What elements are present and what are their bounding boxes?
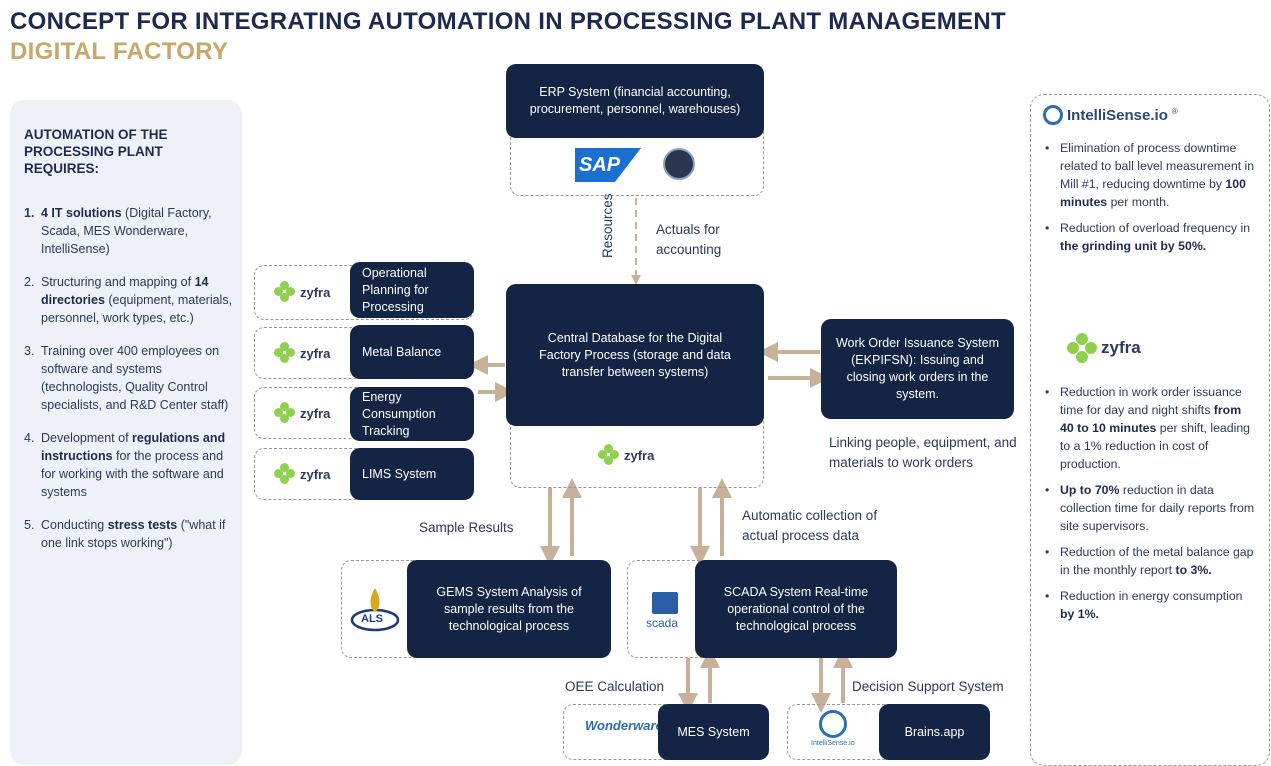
module-metal-balance: Metal Balance — [350, 325, 474, 379]
list-text: (Digital Factory, Scada, MES Wonderware,… — [41, 206, 212, 256]
zyfra-results: •Reduction in work order issuance time f… — [1045, 383, 1255, 631]
list-text: ("what if one link stops working") — [41, 518, 226, 550]
zyfra-logo: zyfra — [274, 342, 330, 364]
list-text: Training over 400 employees on software … — [41, 344, 229, 412]
resources-label: Resources — [600, 193, 615, 258]
page-subtitle: DIGITAL FACTORY — [10, 38, 229, 65]
list-text: Development of — [41, 431, 133, 445]
sample-results-label: Sample Results — [419, 520, 514, 535]
results-panel: IntelliSense.io ® •Elimination of proces… — [1030, 94, 1270, 766]
intellisense-small-logo: IntelliSense.io — [811, 710, 855, 754]
list-bold: 4 IT solutions — [41, 206, 122, 220]
scada-system-box: SCADA System Real-time operational contr… — [695, 560, 897, 658]
list-number: 5. — [24, 518, 35, 532]
zyfra-icon — [274, 281, 296, 303]
list-item: •Reduction of overload frequency in the … — [1045, 221, 1251, 253]
wonderware-logo: Wonderware — [585, 718, 663, 733]
auto-collection-label: Automatic collection of actual process d… — [742, 508, 878, 543]
requirements-list: 1. 4 IT solutions (Digital Factory, Scad… — [24, 204, 236, 567]
list-text: for the process and for working with the… — [41, 449, 224, 499]
list-item: 3. Training over 400 employees on softwa… — [24, 342, 236, 414]
brains-app-box: Brains.app — [879, 704, 990, 760]
intellisense-logo: IntelliSense.io ® — [1043, 105, 1178, 125]
list-item: •Reduction in energy consumption by 1%. — [1045, 589, 1243, 621]
zyfra-logo: zyfra — [274, 402, 330, 424]
zyfra-logo-right: zyfra — [1067, 333, 1141, 363]
actuals-label: Actuals for accounting — [656, 222, 722, 257]
list-item: •Reduction in work order issuance time f… — [1045, 385, 1251, 471]
list-text: Structuring and mapping of — [41, 275, 195, 289]
list-item: 2. Structuring and mapping of 14 directo… — [24, 273, 236, 327]
central-database-box: Central Database for the Digital Factory… — [506, 284, 764, 426]
zyfra-logo: zyfra — [274, 463, 330, 485]
list-item: 5. Conducting stress tests ("what if one… — [24, 516, 236, 552]
zyfra-icon — [274, 463, 296, 485]
linking-label: Linking people, equipment, and materials… — [829, 435, 1017, 470]
module-lims-system: LIMS System — [350, 448, 474, 500]
zyfra-icon — [1067, 333, 1097, 363]
dss-label: Decision Support System — [852, 679, 1004, 694]
sap-logo: SAP — [575, 148, 641, 182]
list-bold: 14 directories — [41, 275, 209, 307]
zyfra-icon — [274, 342, 296, 364]
zyfra-logo-central: zyfra — [598, 444, 654, 466]
gems-system-box: GEMS System Analysis of sample results f… — [407, 560, 611, 658]
module-operational-planning: Operational Planning for Processing — [350, 262, 474, 318]
intellisense-icon — [1043, 105, 1063, 125]
requirements-panel: AUTOMATION OF THE PROCESSING PLANT REQUI… — [10, 100, 242, 765]
list-item: •Reduction of the metal balance gap in t… — [1045, 545, 1254, 577]
als-logo: ALS — [350, 586, 400, 632]
page-title: CONCEPT FOR INTEGRATING AUTOMATION IN PR… — [10, 8, 1006, 35]
intellisense-icon — [819, 710, 847, 738]
zyfra-icon — [598, 444, 620, 466]
list-number: 3. — [24, 344, 35, 358]
zyfra-icon — [274, 402, 296, 424]
scada-logo: scada — [646, 592, 682, 630]
list-item: •Elimination of process downtime related… — [1045, 141, 1255, 209]
list-text: (equipment, materials, personnel, work t… — [41, 293, 233, 325]
mes-system-box: MES System — [658, 704, 769, 760]
list-number: 2. — [24, 275, 35, 289]
list-text: Conducting — [41, 518, 108, 532]
3dexperience-icon — [663, 148, 695, 180]
list-item: 1. 4 IT solutions (Digital Factory, Scad… — [24, 204, 236, 258]
list-number: 4. — [24, 431, 35, 445]
requirements-heading: AUTOMATION OF THE PROCESSING PLANT REQUI… — [24, 127, 168, 176]
module-energy-consumption: Energy Consumption Tracking — [350, 387, 474, 441]
list-bold: stress tests — [107, 518, 178, 532]
list-item: •Up to 70% reduction in data collection … — [1045, 483, 1255, 533]
work-order-box: Work Order Issuance System (EKPIFSN): Is… — [821, 319, 1014, 419]
list-item: 4. Development of regulations and instru… — [24, 429, 236, 501]
erp-system-box: ERP System (financial accounting, procur… — [506, 64, 764, 138]
zyfra-logo: zyfra — [274, 281, 330, 303]
intellisense-results: •Elimination of process downtime related… — [1045, 139, 1255, 263]
oee-label: OEE Calculation — [565, 679, 665, 694]
list-number: 1. — [24, 206, 35, 220]
scada-icon — [652, 592, 678, 614]
list-bold: regulations and instructions — [41, 431, 226, 463]
